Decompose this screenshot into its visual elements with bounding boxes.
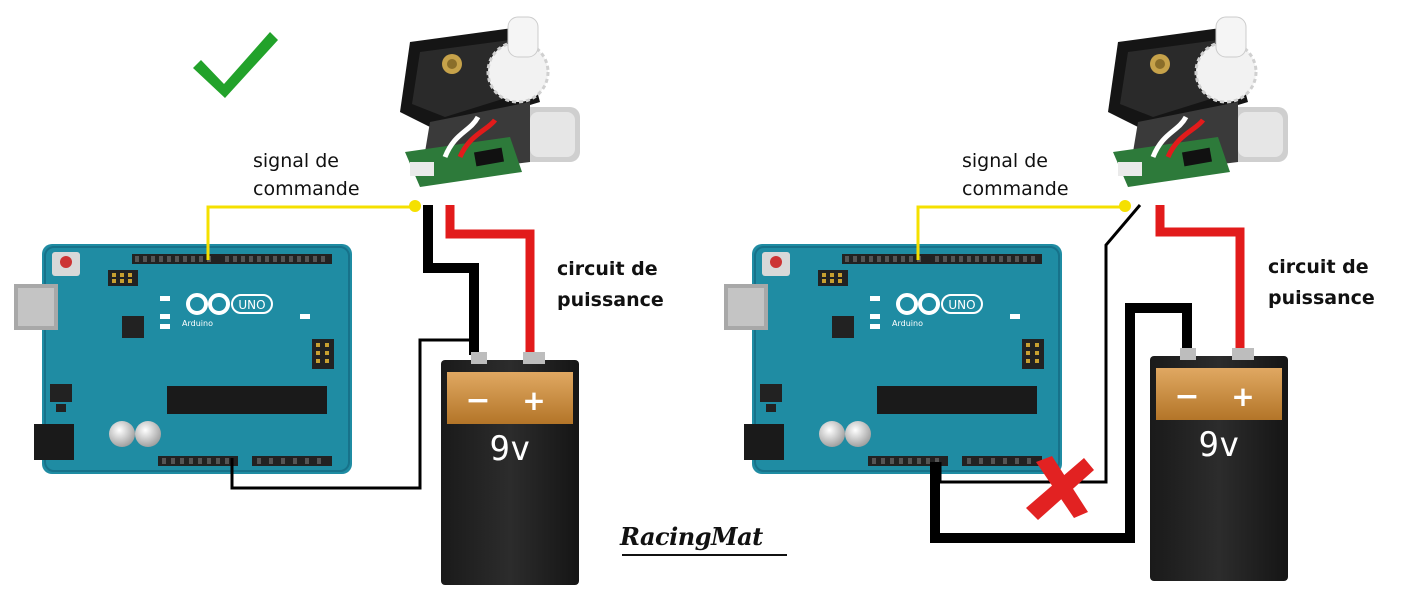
checkmark-icon	[193, 32, 278, 98]
battery-ground-wire-right	[930, 303, 1192, 543]
ground-wire-left	[423, 205, 479, 355]
arduino-board-right: UNO Arduino	[722, 242, 1064, 476]
power-wire-right	[1155, 205, 1245, 352]
signal-label-right: signal de commande	[962, 150, 1069, 200]
ground-return-wire-left	[230, 338, 474, 490]
signal-wire-right	[916, 205, 1124, 260]
servo-motor-icon	[400, 17, 580, 187]
right-panel: UNO Arduino − + 9v	[722, 17, 1288, 581]
power-wire-left	[445, 205, 535, 355]
board-brand-right: Arduino	[892, 319, 923, 328]
battery-voltage-right: 9v	[1199, 425, 1240, 465]
signal-wire-left	[206, 205, 414, 260]
board-brand-left: Arduino	[182, 319, 213, 328]
board-model-right: UNO	[948, 298, 975, 312]
arduino-board-left: UNO Arduino	[12, 242, 354, 476]
battery-plus-right: +	[1231, 380, 1254, 413]
cross-icon	[1026, 456, 1094, 520]
racingmat-logo: RacingMat	[620, 522, 763, 551]
power-label-left: circuit de puissance	[557, 258, 664, 311]
board-model-left: UNO	[238, 298, 265, 312]
power-label-right: circuit de puissance	[1268, 256, 1375, 309]
servo-motor-icon	[1108, 17, 1288, 187]
battery-minus-right: −	[1174, 379, 1199, 414]
battery-minus-left: −	[465, 383, 490, 418]
battery-plus-left: +	[522, 384, 545, 417]
signal-label-left: signal de commande	[253, 150, 360, 200]
battery-voltage-left: 9v	[490, 429, 531, 469]
left-panel: UNO Arduino − + 9v	[12, 17, 580, 585]
battery-left: − + 9v	[441, 352, 579, 585]
battery-right: − + 9v	[1150, 348, 1288, 581]
logo-underline	[622, 554, 787, 556]
